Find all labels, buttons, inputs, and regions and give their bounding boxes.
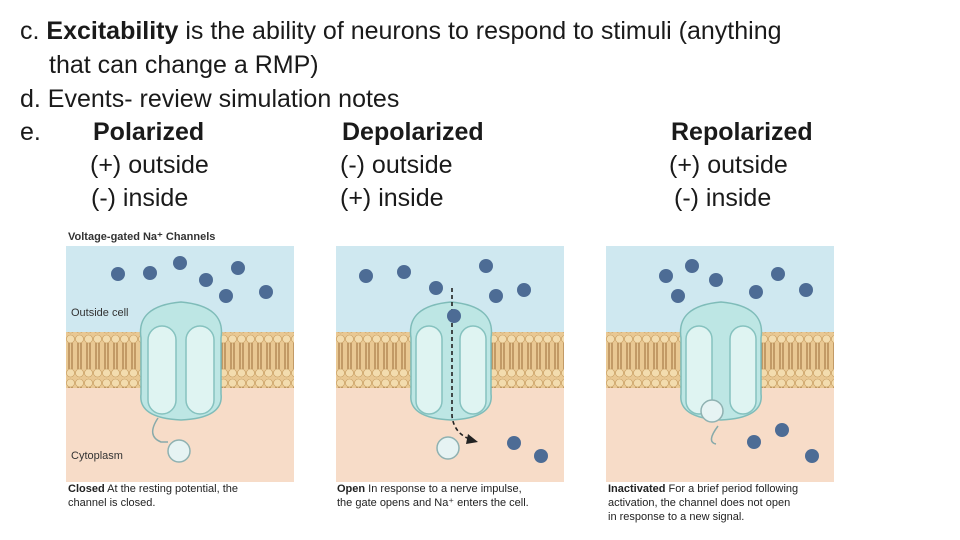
inactivation-gate (167, 439, 191, 463)
state-inside: (-) inside (674, 184, 772, 212)
state-outside: (-) outside (340, 151, 453, 179)
state-polarized: Polarized (+) outside (-) inside (90, 117, 209, 213)
state-title: Repolarized (671, 118, 813, 146)
excitability-text: is the ability of neurons to respond to … (178, 17, 782, 45)
channel-open-diagram (336, 246, 564, 482)
sodium-ions (659, 259, 819, 463)
outside-cell-label: Outside cell (71, 307, 129, 319)
channel-subunit (147, 325, 177, 415)
channel-closed-diagram (66, 246, 294, 482)
state-inside: (-) inside (91, 184, 189, 212)
caption-term: Inactivated (608, 483, 666, 495)
excitability-continuation: that can change a RMP) (49, 51, 319, 79)
caption-term: Closed (68, 483, 105, 495)
caption-inactivated: Inactivated For a brief period following… (608, 483, 799, 523)
state-repolarized: Repolarized (+) outside (-) inside (669, 117, 813, 213)
state-depolarized: Depolarized (-) outside (+) inside (340, 117, 484, 213)
inactivation-gate (700, 399, 724, 423)
state-title: Polarized (93, 118, 205, 146)
item-marker-e: e. (20, 118, 41, 146)
item-marker-c: c. (20, 17, 47, 45)
gate-tether (152, 417, 168, 443)
excitability-term: Excitability (46, 17, 179, 45)
state-title: Depolarized (342, 118, 484, 146)
caption-open: Open In response to a nerve impulse, the… (337, 483, 529, 509)
events-line: d. Events- review simulation notes (20, 85, 400, 113)
sodium-ions (111, 256, 273, 303)
inactivation-gate (436, 436, 460, 460)
state-inside: (+) inside (340, 184, 444, 212)
cytoplasm-label: Cytoplasm (71, 450, 123, 462)
caption-term: Open (337, 483, 366, 495)
channel-inactivated-diagram (606, 246, 834, 482)
channel-subunit (185, 325, 215, 415)
state-outside: (+) outside (669, 151, 788, 179)
excitability-definition: c. Excitability is the ability of neuron… (20, 16, 782, 46)
sodium-ions (359, 259, 548, 463)
state-outside: (+) outside (90, 151, 209, 179)
caption-closed: Closed At the resting potential, the cha… (68, 483, 238, 509)
figure-title: Voltage-gated Na⁺ Channels (68, 231, 216, 243)
